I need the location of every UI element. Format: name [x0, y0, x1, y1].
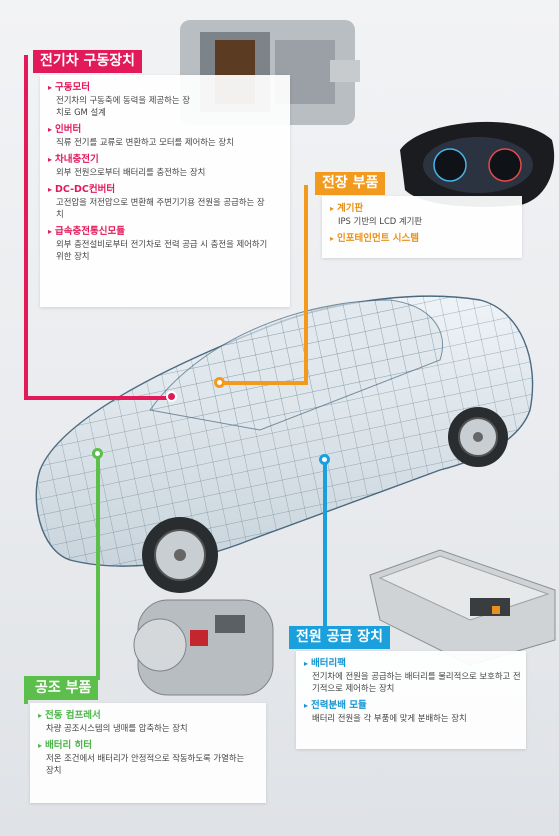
battery-pack-image — [369, 549, 556, 666]
item-title: 배터리 히터 — [38, 739, 258, 752]
item-title: 차내충전기 — [48, 153, 282, 166]
item-desc: 차량 공조시스템의 냉매를 압축하는 장치 — [46, 723, 188, 733]
hvac-connector-line-v — [24, 676, 28, 704]
item-title: DC-DC컨버터 — [48, 183, 282, 196]
item-desc: 직류 전기를 교류로 변환하고 모터를 제어하는 장치 — [56, 137, 234, 147]
item-title: 전동 컴프레서 — [38, 709, 258, 722]
power-connector-dot — [319, 454, 330, 465]
drive-connector-dot — [166, 391, 177, 402]
item-desc: 외부 충전설비로부터 전기차로 전력 공급 시 충전을 제어하기 위한 장치 — [56, 239, 268, 261]
front-wheel — [142, 517, 218, 593]
item-desc: 전기차의 구동축에 동력을 제공하는 장치로 GM 설계 — [56, 95, 190, 117]
item-desc: 배터리 전원을 각 부품에 맞게 분배하는 장치 — [312, 713, 467, 723]
item-title: 급속충전통신모듈 — [48, 225, 282, 238]
item-desc: IPS 기반의 LCD 계기판 — [338, 216, 423, 226]
hvac-connector-line — [96, 454, 100, 680]
item-title: 배터리팩 — [304, 657, 518, 670]
drive-connector-line-h — [24, 396, 174, 400]
electronics-connector-line-h — [222, 381, 308, 385]
list-item: 인포테인먼트 시스템 — [330, 232, 514, 245]
item-title: 인버터 — [48, 123, 282, 136]
item-title: 전력분배 모듈 — [304, 699, 518, 712]
car-body — [35, 295, 534, 567]
item-desc: 고전압을 저전압으로 변환해 주변기기용 전원을 공급하는 장치 — [56, 197, 265, 219]
electronics-connector-dot — [214, 377, 225, 388]
item-desc: 전기차에 전원을 공급하는 배터리를 물리적으로 보호하고 전기적으로 제어하는… — [312, 671, 521, 693]
item-title: 인포테인먼트 시스템 — [330, 232, 514, 245]
item-title: 구동모터 — [48, 81, 282, 94]
item-desc: 외부 전원으로부터 배터리를 충전하는 장치 — [56, 167, 206, 177]
rear-wheel — [448, 407, 508, 467]
item-desc: 저온 조건에서 배터리가 안정적으로 작동하도록 가열하는 장치 — [46, 753, 245, 775]
power-connector-line — [323, 460, 327, 635]
electronics-section-title: 전장 부품 — [315, 172, 386, 195]
power-section-title: 전원 공급 장치 — [289, 626, 391, 649]
drive-section-title: 전기차 구동장치 — [33, 50, 143, 73]
item-title: 계기판 — [330, 202, 514, 215]
hvac-section-title: 공조 부품 — [28, 677, 99, 700]
electric-compressor-image — [133, 599, 274, 696]
hvac-connector-dot — [92, 448, 103, 459]
instrument-cluster-image — [400, 121, 555, 207]
drive-connector-line — [24, 55, 28, 400]
electronics-connector-line — [304, 185, 308, 385]
